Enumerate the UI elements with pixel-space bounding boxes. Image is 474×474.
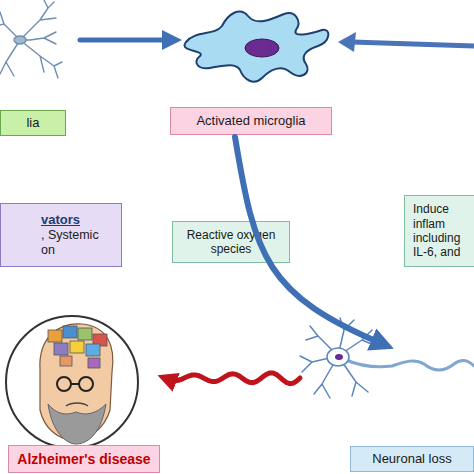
- process-box: Induce inflam including IL-6, and: [404, 195, 474, 267]
- node-text: Neuronal loss: [372, 451, 452, 467]
- neuron-group: Neuronal loss: [300, 345, 474, 474]
- label-box: Neuronal loss: [350, 446, 474, 472]
- patient-illustration: [6, 316, 138, 448]
- microglia-group: Activated microglia: [168, 0, 336, 137]
- label-box: Activated microglia: [170, 107, 332, 135]
- process-box: Reactive oxygen species: [172, 221, 290, 263]
- resting-microglia: [0, 0, 62, 78]
- label-box: Alzheimer's disease: [8, 445, 160, 473]
- node-text: , Systemic on: [41, 228, 107, 258]
- neuron: [300, 318, 474, 398]
- node-text: lia: [26, 115, 39, 131]
- flow-arrow: [80, 38, 174, 43]
- node-text: Induce inflam including IL-6, and: [413, 202, 471, 260]
- incoming-arrow: [338, 32, 474, 52]
- label-box: lia: [0, 110, 66, 136]
- node-text: vators: [41, 212, 117, 228]
- microglia-group: lia: [0, 0, 80, 137]
- node-text: Reactive oxygen species: [179, 228, 283, 257]
- activators-box: vators, Systemic on: [0, 203, 122, 267]
- flow-arrow: [165, 373, 300, 384]
- node-text: Activated microglia: [196, 113, 305, 129]
- node-text: Alzheimer's disease: [17, 451, 150, 468]
- activated-microglia: [185, 11, 329, 81]
- disease-group: Alzheimer's disease: [0, 305, 165, 474]
